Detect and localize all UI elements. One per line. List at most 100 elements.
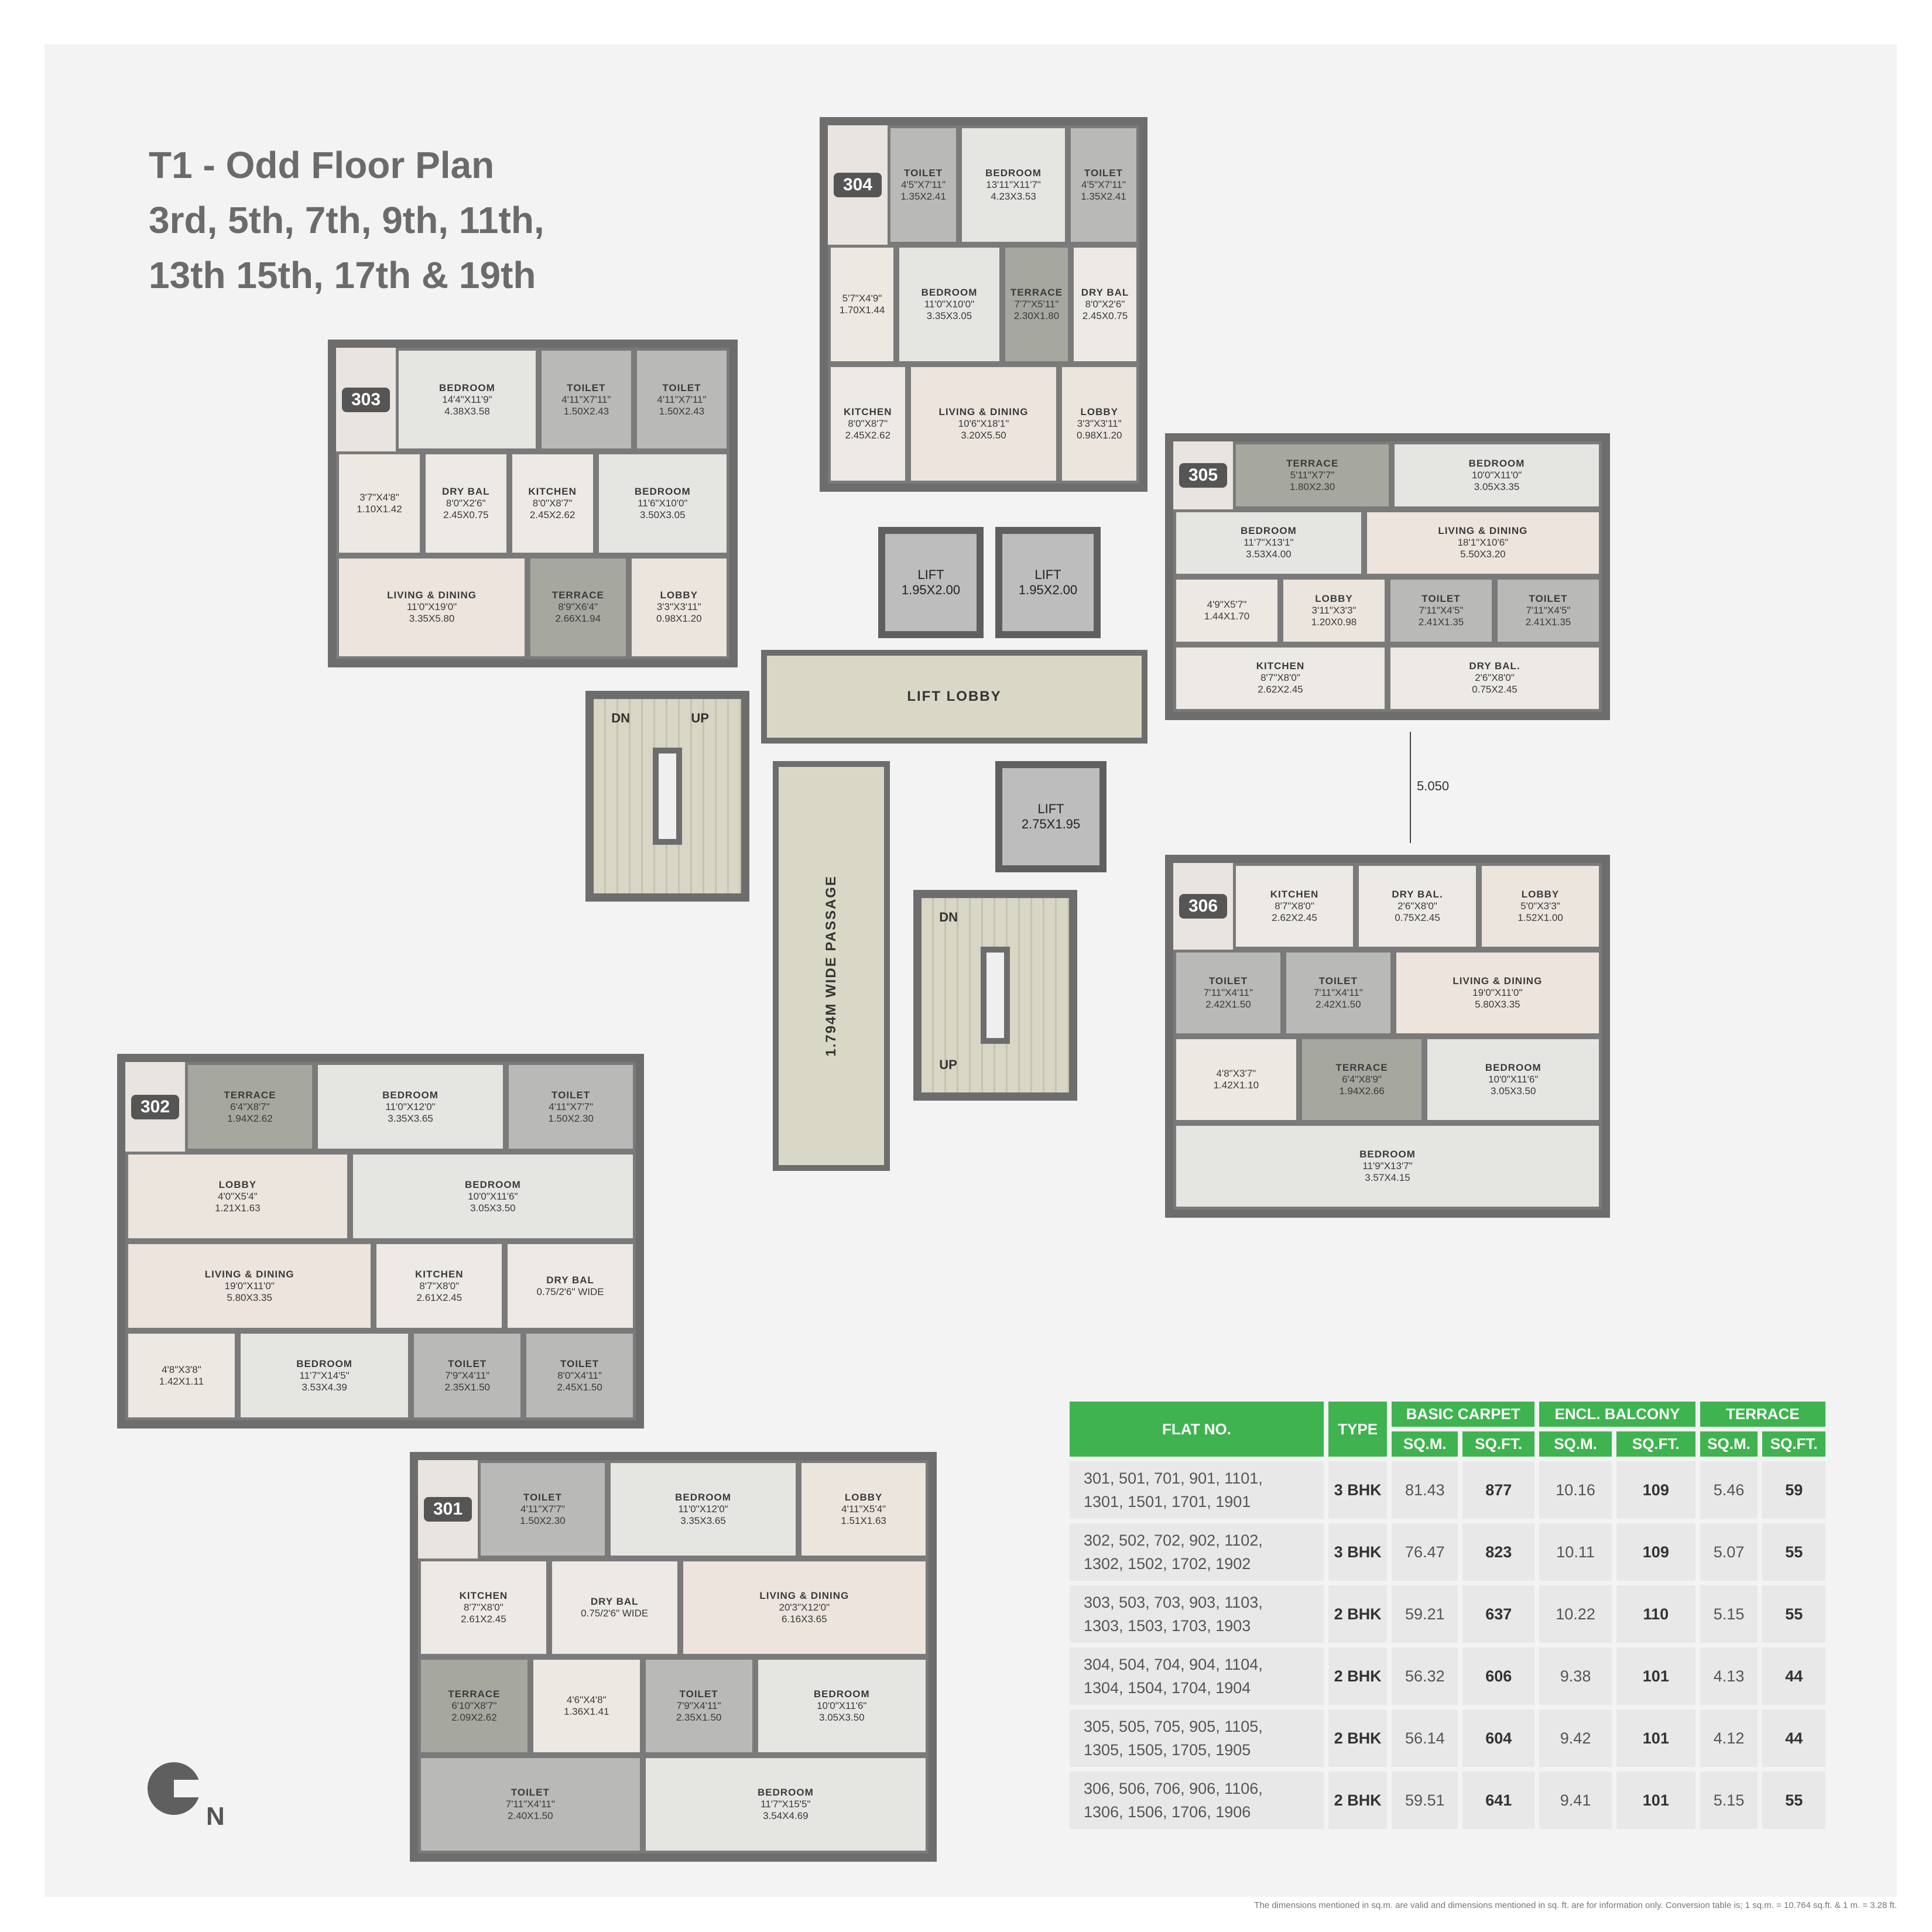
balcony-sqft-cell: 101 [1616,1710,1695,1767]
room-size-metres: 3.05X3.50 [1490,1085,1536,1097]
table-row: 306, 506, 706, 906, 1106,1306, 1506, 170… [1070,1772,1825,1829]
room-size-metres: 3.35X3.65 [680,1515,726,1526]
staircase-2: DN UP [913,890,1077,1101]
room-size-feet: 7'11"X4'5" [1419,604,1464,616]
room-name: BEDROOM [464,1179,521,1190]
room-name: TOILET [1318,975,1358,986]
room-passage: 4'8"X3'7"1.42X1.10 [1173,1036,1299,1123]
room-size-metres: 2.45X0.75 [443,509,489,520]
room-name: BEDROOM [382,1089,439,1101]
room-size-feet: 11'7"X14'5" [299,1369,350,1381]
room-size-feet: 11'0"X10'0" [924,299,975,310]
room-size-feet: 0.75/2'6" WIDE [581,1608,649,1619]
room-size-metres: 6.16X3.65 [782,1614,827,1625]
terrace-sqm-cell: 4.13 [1700,1647,1758,1705]
room-size-feet: 7'11"X4'5" [1526,604,1571,616]
flat-numbers-line1: 303, 503, 703, 903, 1103, [1084,1594,1263,1611]
terrace-sqm-cell: 4.12 [1700,1710,1758,1767]
room-size-metres: 1.21X1.63 [215,1202,261,1214]
room-size-metres: 2.42X1.50 [1316,999,1361,1010]
room-name: LOBBY [1315,592,1353,604]
room-size-feet: 10'0"X11'6" [1488,1074,1539,1085]
room-name: KITCHEN [459,1590,508,1601]
room-name: KITCHEN [843,406,892,417]
room-size-feet: 11'0"X12'0" [678,1503,728,1515]
room-name: TOILET [511,1787,550,1798]
room-name: TOILET [448,1358,487,1369]
lift-1-size: 1.95X2.00 [901,583,961,597]
room-size-metres: 1.50X2.43 [563,405,609,417]
carpet-sqm-cell: 76.47 [1392,1523,1458,1581]
flat-numbers-cell: 306, 506, 706, 906, 1106,1306, 1506, 170… [1070,1772,1324,1829]
lift-3-size: 2.75X1.95 [1021,817,1081,831]
stair-down-label: DN [611,710,631,725]
room-size-metres: 1.44X1.70 [1204,610,1250,622]
room-size-feet: 10'0"X11'0" [1471,469,1522,481]
room-size-feet: 8'0"X8'7" [848,418,888,429]
carpet-sqm-cell: 59.21 [1392,1585,1458,1643]
room-size-feet: 13'11"X11'7" [986,179,1041,190]
balcony-sqft-cell: 110 [1616,1585,1695,1643]
flat-numbers-line2: 1304, 1504, 1704, 1904 [1084,1679,1251,1697]
room-size-metres: 3.54X4.69 [763,1810,809,1821]
room-size-metres: 3.53X4.00 [1246,549,1292,560]
balcony-sqft-cell: 109 [1616,1461,1695,1519]
room-passage: 4'8"X3'8"1.42X1.11 [125,1331,238,1420]
terrace-sqm-cell: 5.15 [1700,1585,1758,1643]
room-size-metres: 0.75X2.45 [1472,684,1517,696]
room-name: LIVING & DINING [1438,525,1528,537]
room-size-metres: 2.62X2.45 [1258,684,1303,696]
room-size-metres: 3.57X4.15 [1365,1172,1410,1183]
flat-number-badge-holder: 302 [125,1062,185,1152]
flat-number-badge-holder: 306 [1173,863,1233,950]
room-size-feet: 6'4"X8'7" [230,1101,270,1112]
room-size-metres: 5.80X3.35 [1475,999,1520,1010]
balcony-sqm-cell: 9.42 [1539,1710,1612,1767]
flat-numbers-cell: 305, 505, 705, 905, 1105,1305, 1505, 170… [1070,1710,1324,1767]
room-size-metres: 2.40X1.50 [508,1810,553,1821]
room-size-metres: 1.36X1.41 [564,1706,609,1717]
room-size-metres: 2.45X2.62 [845,430,891,441]
room-size-feet: 8'7"X8'0" [464,1602,503,1613]
room-size-metres: 2.45X0.75 [1082,310,1128,321]
staircase-1: DN UP [585,691,749,902]
footnote: The dimensions mentioned in sq.m. are va… [1254,1900,1897,1910]
flat-numbers-line1: 306, 506, 706, 906, 1106, [1084,1780,1263,1797]
room-size-feet: 7'9"X4'11" [676,1700,721,1711]
room-name: TOILET [1208,975,1248,986]
lift-1-label: LIFT [917,567,944,582]
room-name: BEDROOM [1359,1149,1416,1160]
flat-number-badge-holder: 301 [418,1460,478,1558]
flat-numbers-cell: 302, 502, 702, 902, 1102,1302, 1502, 170… [1070,1523,1324,1581]
room-name: LIVING & DINING [759,1590,849,1601]
flat-numbers-line2: 1301, 1501, 1701, 1901 [1084,1493,1251,1510]
room-size-metres: 3.35X3.05 [926,310,972,321]
room-size-feet: 7'11"X4'11" [1313,987,1363,998]
room-size-metres: 2.09X2.62 [451,1712,497,1723]
room-size-feet: 8'7"X8'0" [419,1280,460,1292]
room-name: TOILET [551,1089,591,1101]
carpet-sqft-cell: 823 [1462,1523,1535,1581]
room-dry-bal: DRY BAL.2'6"X8'0"0.75X2.45 [1356,863,1479,950]
flat-number-badge: 301 [424,1497,472,1522]
room-name: BEDROOM [985,167,1042,179]
room-size-feet: 4'11"X5'4" [841,1503,886,1515]
stair-up-label: UP [939,1057,957,1073]
room-name: BEDROOM [757,1787,814,1798]
